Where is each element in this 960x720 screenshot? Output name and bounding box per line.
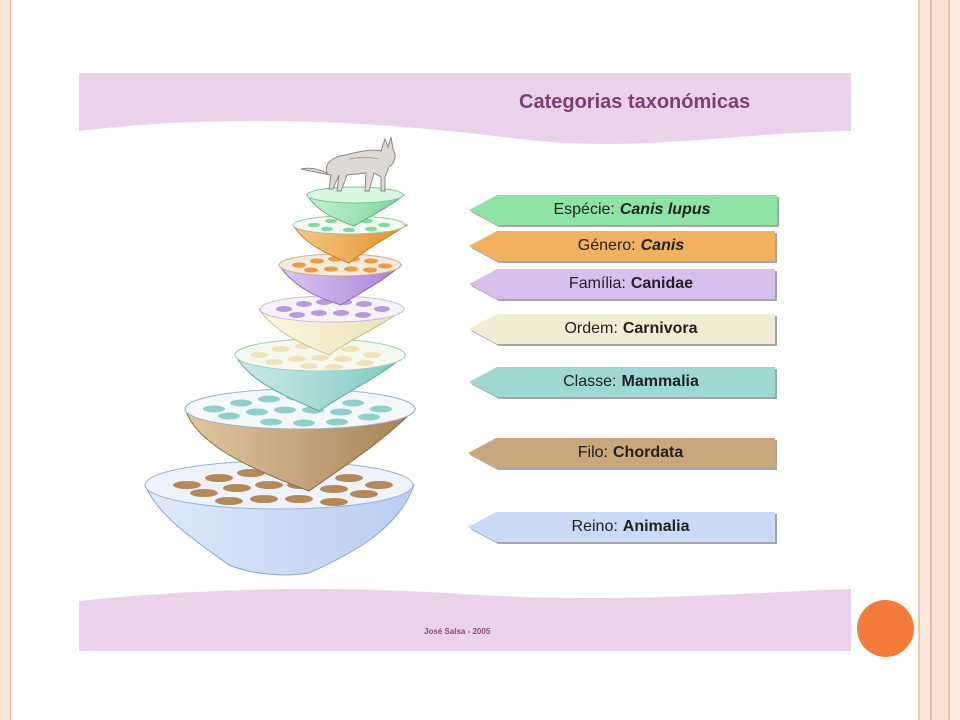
rank-name: Canis xyxy=(640,237,685,254)
rank-label: Família: xyxy=(568,275,626,292)
slide-frame-left xyxy=(0,0,11,720)
pyramid-layer-filo xyxy=(184,408,417,492)
rank-familia: Família: Canidae xyxy=(469,269,775,299)
rank-name: Carnivora xyxy=(622,320,698,337)
rank-classe: Classe: Mammalia xyxy=(469,367,775,397)
panel-background xyxy=(79,73,851,651)
rank-name: Animalia xyxy=(622,518,690,535)
taxonomy-figure: Categorias taxonómicas xyxy=(79,73,851,651)
pyramid-layer-genero xyxy=(292,224,409,264)
rank-reino: Reino: Animalia xyxy=(468,512,775,542)
rank-ordem: Ordem: Carnivora xyxy=(469,314,775,344)
rank-label: Classe: xyxy=(563,373,617,390)
pyramid-layer-especie xyxy=(306,194,406,227)
rank-filo: Filo: Chordata xyxy=(468,438,775,468)
wolf-illustration xyxy=(300,136,396,192)
rank-name: Chordata xyxy=(613,444,684,461)
pyramid-layer-reino xyxy=(144,484,415,576)
figure-title: Categorias taxonómicas xyxy=(519,91,751,113)
rank-label: Filo: xyxy=(577,444,608,461)
author-credit: José Salsa - 2005 xyxy=(424,627,491,636)
rank-label: Género: xyxy=(577,237,636,254)
rank-label: Espécie: xyxy=(553,201,615,218)
taxonomy-pyramid xyxy=(144,136,417,576)
slide-frame-right xyxy=(918,0,960,720)
rank-label: Reino: xyxy=(571,518,618,535)
rank-name: Canis lupus xyxy=(619,201,711,218)
accent-circle xyxy=(857,600,914,657)
rank-genero: Género: Canis xyxy=(469,231,775,261)
rank-name: Canidae xyxy=(630,275,694,292)
rank-label: Ordem: xyxy=(564,320,618,337)
rank-especie: Espécie: Canis lupus xyxy=(469,195,777,225)
rank-name: Mammalia xyxy=(621,373,699,390)
